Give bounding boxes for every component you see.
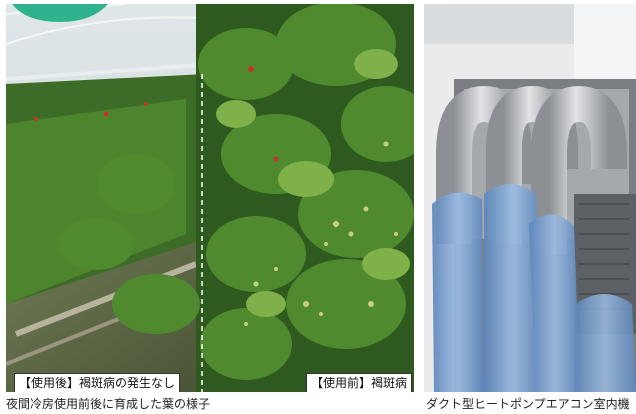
duct-heat-pump-image (424, 4, 636, 392)
heat-pump-photo (424, 4, 636, 392)
label-before-use: 【使用前】褐斑病 (306, 373, 413, 392)
label-after-use: 【使用後】褐斑病の発生なし (14, 373, 181, 392)
leaf-comparison-caption: 夜間冷房使用前後に育成した葉の様子 (6, 397, 211, 411)
corner-badge (12, 4, 108, 22)
greenhouse-cucumber-image (6, 4, 414, 392)
heat-pump-caption: ダクト型ヒートポンプエアコン室内機 (426, 397, 630, 411)
leaf-comparison-photo: 【使用後】褐斑病の発生なし 【使用前】褐斑病 (6, 4, 414, 392)
